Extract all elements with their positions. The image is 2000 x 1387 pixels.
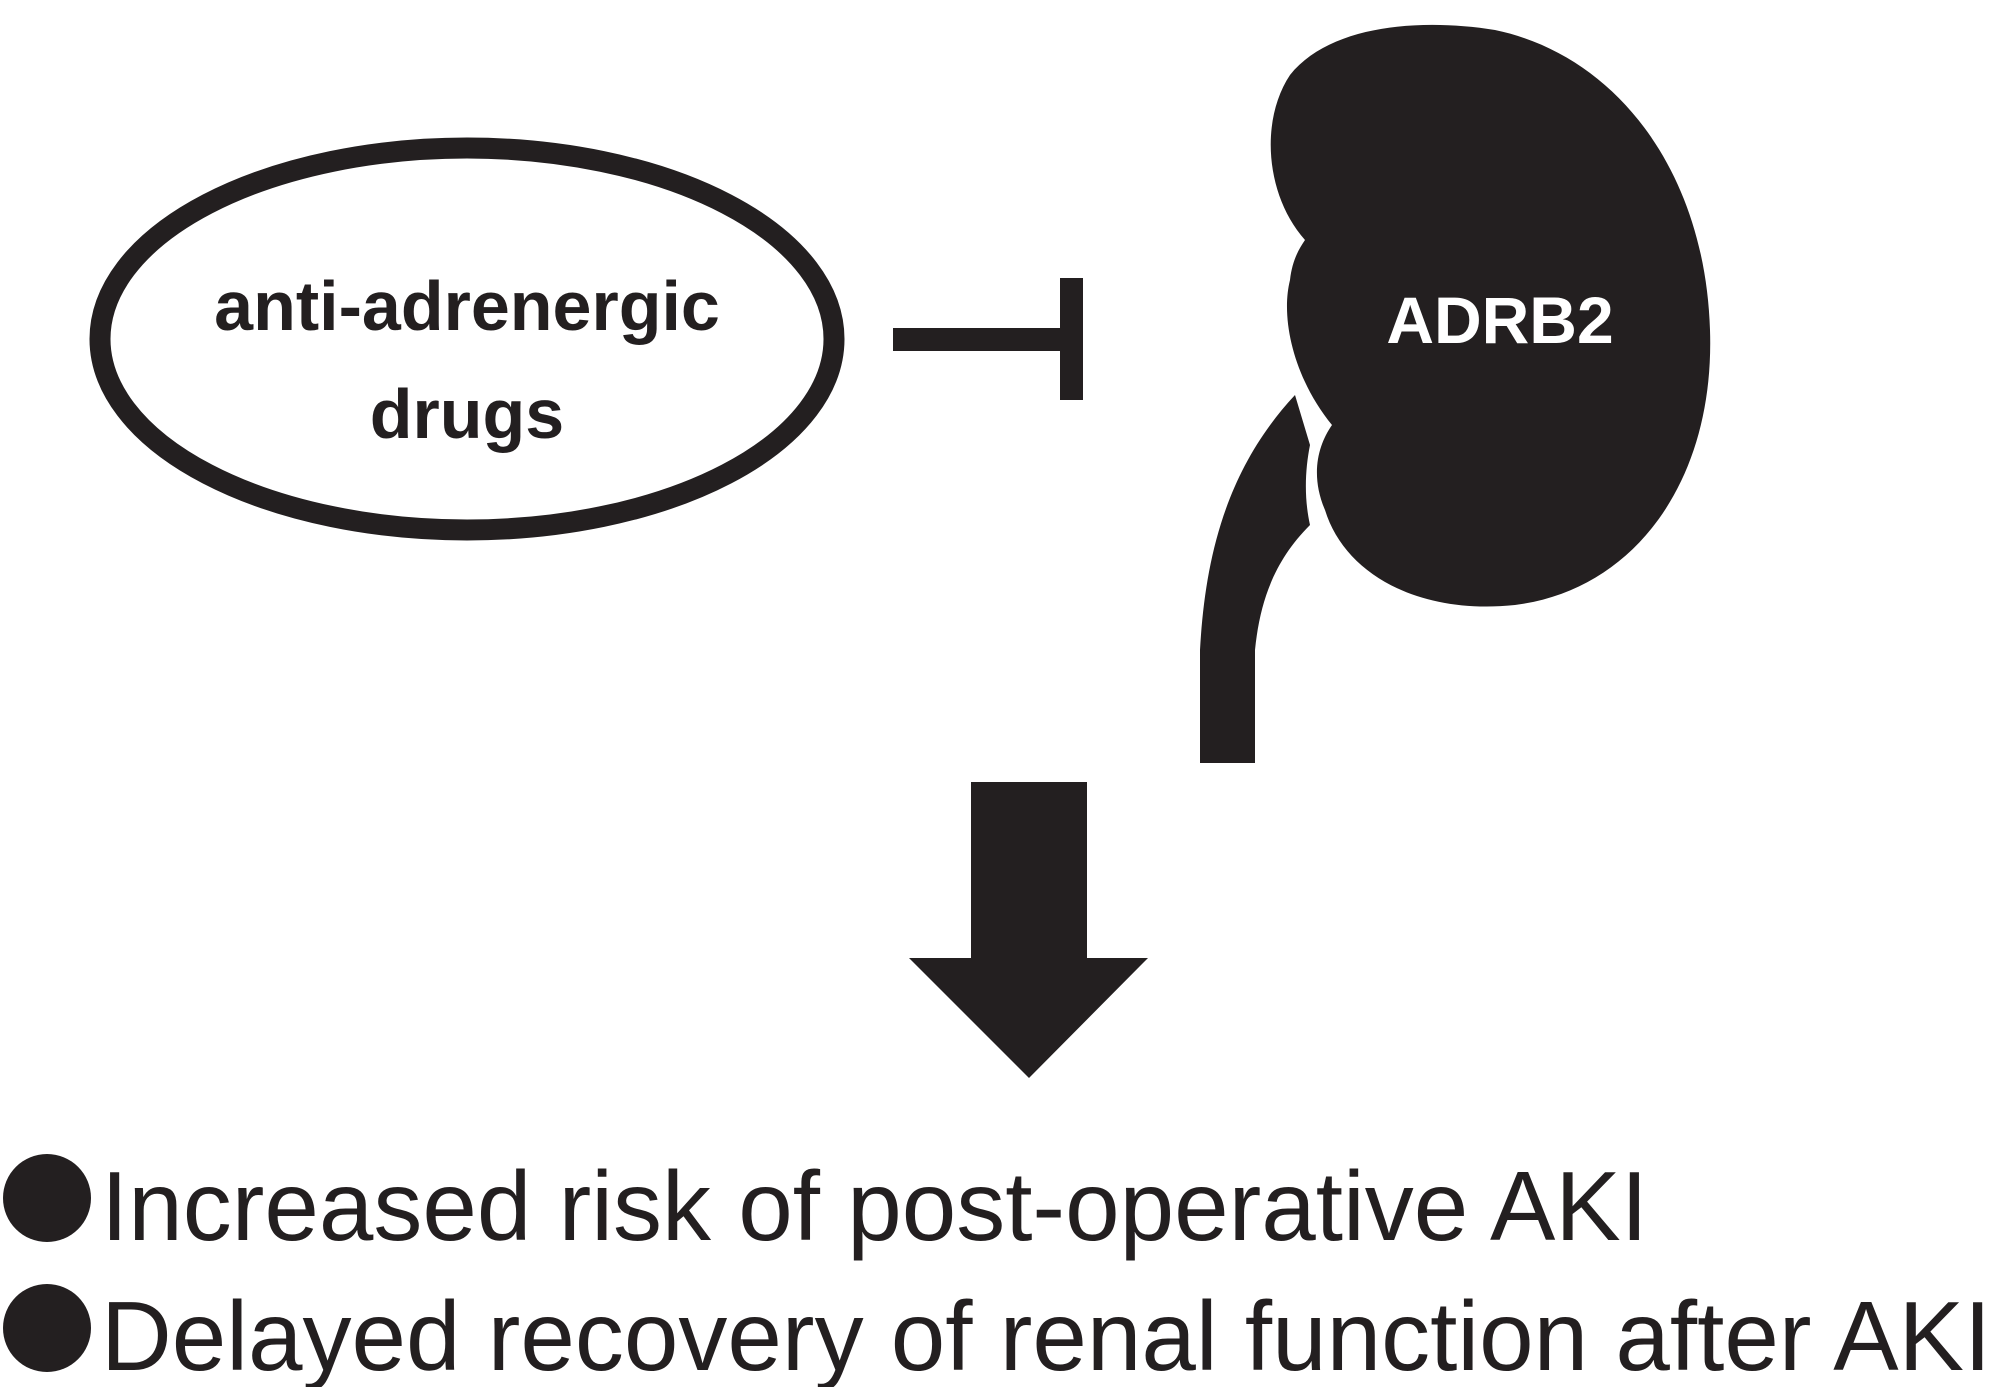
drug-label-line2: drugs [370,375,564,453]
kidney-body [1270,24,1711,607]
down-arrow-shape [909,782,1148,1078]
outcome-text-2: Delayed recovery of renal function after… [101,1281,1991,1387]
ureter-shape [1200,395,1310,763]
down-arrow-icon [909,782,1148,1078]
kidney-icon: ADRB2 [1200,24,1711,763]
inhibition-shaft [893,328,1083,351]
bullet-dot-icon [3,1154,91,1242]
drug-label-line1: anti-adrenergic [214,267,720,345]
bullet-dot-icon [3,1284,91,1372]
drug-node: anti-adrenergic drugs [89,137,845,541]
outcome-item: Delayed recovery of renal function after… [3,1281,1991,1387]
outcome-text-1: Increased risk of post-operative AKI [101,1151,1648,1261]
outcome-item: Increased risk of post-operative AKI [3,1151,1648,1261]
inhibition-bar [1060,278,1083,400]
kidney-label: ADRB2 [1386,283,1613,357]
outcome-list: Increased risk of post-operative AKI Del… [3,1151,1991,1387]
drug-oval [89,137,845,541]
inhibition-arrow-icon [893,278,1083,400]
